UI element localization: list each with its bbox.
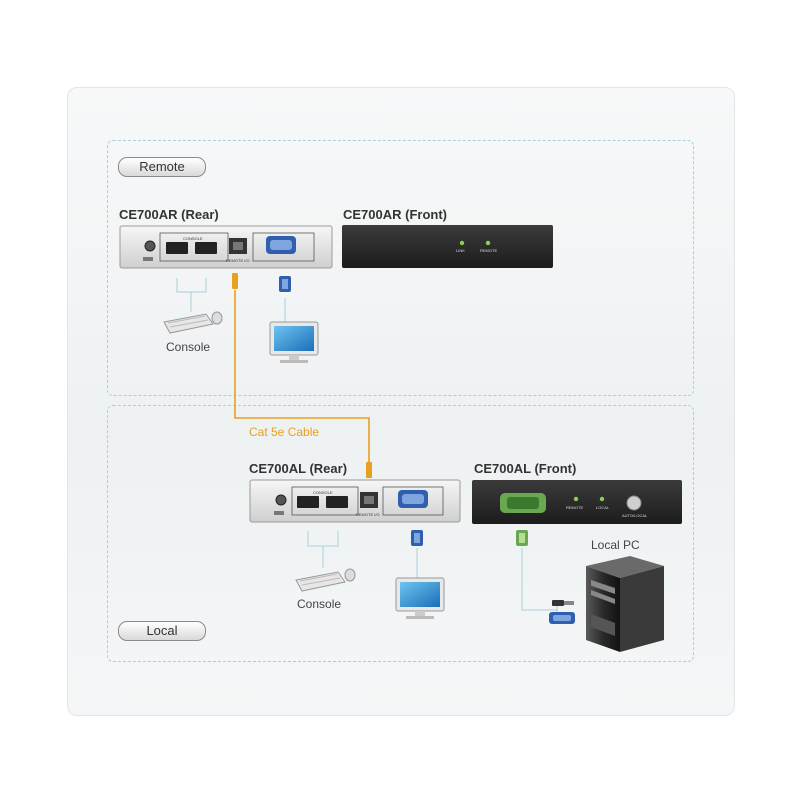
local-rear-title: CE700AL (Rear): [249, 461, 348, 476]
remote-led-link: LINK: [456, 248, 465, 253]
ce700al-rear-device: [249, 479, 461, 523]
remote-cable-plug: [232, 273, 238, 289]
local-console-label: Console: [297, 597, 342, 611]
local-pc-label: Local PC: [591, 538, 640, 552]
remote-console-lines: [176, 278, 286, 322]
local-pc-icon: [586, 556, 664, 652]
local-monitor-icon: [395, 577, 445, 619]
local-vga-connector: [411, 530, 423, 546]
remote-section: [107, 140, 694, 396]
local-port-console: CONSOLE: [313, 490, 333, 495]
local-section: [107, 405, 694, 662]
ce700al-front-device: [472, 480, 682, 524]
cable-label: Cat 5e Cable: [249, 425, 320, 439]
remote-port-remote-io: REMOTE I/O: [226, 258, 250, 263]
local-keyboard-icon: [295, 568, 356, 592]
remote-front-title: CE700AR (Front): [343, 207, 448, 222]
local-front-title: CE700AL (Front): [474, 461, 577, 476]
local-badge: Local: [118, 621, 206, 641]
remote-led-remote: REMOTE: [480, 248, 497, 253]
local-cable-plug: [366, 462, 372, 478]
remote-vga-connector: [279, 276, 291, 292]
remote-monitor-icon: [269, 321, 319, 363]
remote-badge: Remote: [118, 157, 206, 177]
local-pc-vga-connector: [516, 530, 528, 546]
remote-keyboard-icon: [163, 311, 223, 334]
local-led-remote: REMOTE: [566, 505, 583, 510]
ce700ar-front-device: [342, 225, 553, 268]
remote-port-console: CONSOLE: [183, 236, 203, 241]
local-led-local: LOCAL: [596, 505, 610, 510]
local-console-lines: [307, 531, 558, 612]
local-port-remote-io: REMOTE I/O: [356, 512, 380, 517]
pc-cable-connectors: [549, 600, 575, 624]
ce700ar-rear-device: [119, 225, 333, 269]
auto-local-button-label: AUTO/LOCAL: [622, 513, 648, 518]
cat5e-cable: [234, 290, 370, 462]
remote-console-label: Console: [166, 340, 211, 354]
remote-rear-title: CE700AR (Rear): [119, 207, 219, 222]
